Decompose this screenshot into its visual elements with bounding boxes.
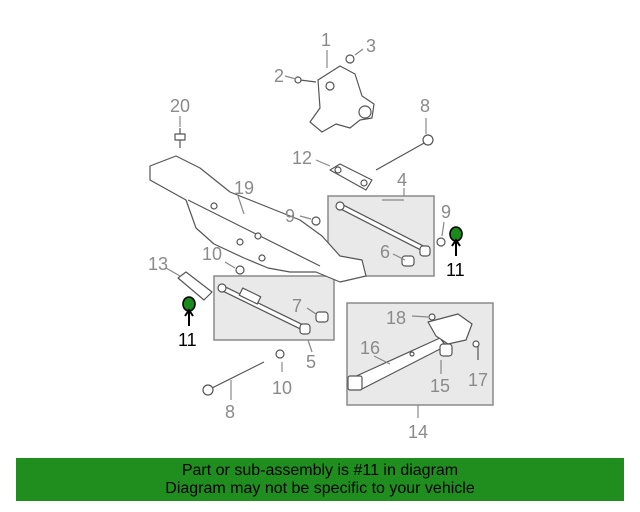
callout-20: 20 bbox=[170, 96, 190, 116]
long-bolt-part-8-upper bbox=[375, 134, 434, 171]
long-bolt-part-8-lower bbox=[202, 361, 265, 396]
callout-19: 19 bbox=[234, 178, 254, 198]
nut-part-9-right bbox=[436, 237, 446, 247]
callout-6: 6 bbox=[380, 242, 390, 262]
callout-3: 3 bbox=[366, 36, 376, 56]
callout-8-upper: 8 bbox=[420, 96, 430, 116]
bolt-part-2 bbox=[294, 76, 317, 84]
callout-11-right: 11 bbox=[446, 260, 465, 280]
info-banner: Part or sub-assembly is #11 in diagram D… bbox=[16, 458, 624, 501]
callout-9-right: 9 bbox=[441, 202, 451, 222]
banner-line-1: Part or sub-assembly is #11 in diagram bbox=[181, 461, 459, 479]
callout-15: 15 bbox=[430, 376, 450, 396]
highlighted-part-11-right bbox=[449, 226, 463, 256]
parts-diagram: 1 2 3 8 20 12 4 19 9 9 6 11 10 13 7 11 1… bbox=[148, 30, 494, 442]
link-part-12 bbox=[329, 163, 373, 191]
callout-11-left: 11 bbox=[178, 330, 197, 350]
assembly-box-5 bbox=[213, 275, 335, 341]
nut-part-10-lower bbox=[275, 349, 285, 359]
callout-2: 2 bbox=[274, 66, 284, 86]
callout-9-left: 9 bbox=[285, 206, 295, 226]
lateral-arm-part-7 bbox=[217, 283, 329, 335]
callout-18: 18 bbox=[386, 308, 406, 328]
bolt-part-18 bbox=[428, 313, 436, 321]
bolt-part-17 bbox=[472, 340, 480, 360]
callout-10-lower: 10 bbox=[272, 378, 292, 398]
bolt-part-20 bbox=[174, 128, 186, 148]
banner-line-2: Diagram may not be specific to your vehi… bbox=[165, 479, 475, 497]
nut-part-9-left bbox=[311, 216, 321, 226]
bracket-part-13 bbox=[177, 271, 213, 301]
callout-17: 17 bbox=[468, 370, 488, 390]
callout-1: 1 bbox=[321, 30, 331, 50]
callout-13: 13 bbox=[148, 254, 168, 274]
callout-12: 12 bbox=[292, 148, 312, 168]
crossmember-part-19 bbox=[149, 155, 367, 283]
nut-part-3 bbox=[345, 54, 355, 64]
callout-4: 4 bbox=[397, 170, 407, 190]
callout-5: 5 bbox=[306, 352, 316, 372]
callout-8-lower: 8 bbox=[225, 402, 235, 422]
nut-part-10-upper bbox=[235, 265, 245, 275]
callout-14: 14 bbox=[408, 422, 428, 442]
lateral-arm-part-6 bbox=[335, 201, 431, 267]
highlighted-part-11-left bbox=[182, 296, 196, 326]
trailing-arm-part-16 bbox=[347, 313, 473, 391]
callout-16: 16 bbox=[360, 338, 380, 358]
callout-7: 7 bbox=[292, 296, 302, 316]
bushing-part-15 bbox=[439, 343, 453, 357]
knuckle-part-1 bbox=[309, 65, 375, 133]
callout-10-upper: 10 bbox=[202, 244, 222, 264]
